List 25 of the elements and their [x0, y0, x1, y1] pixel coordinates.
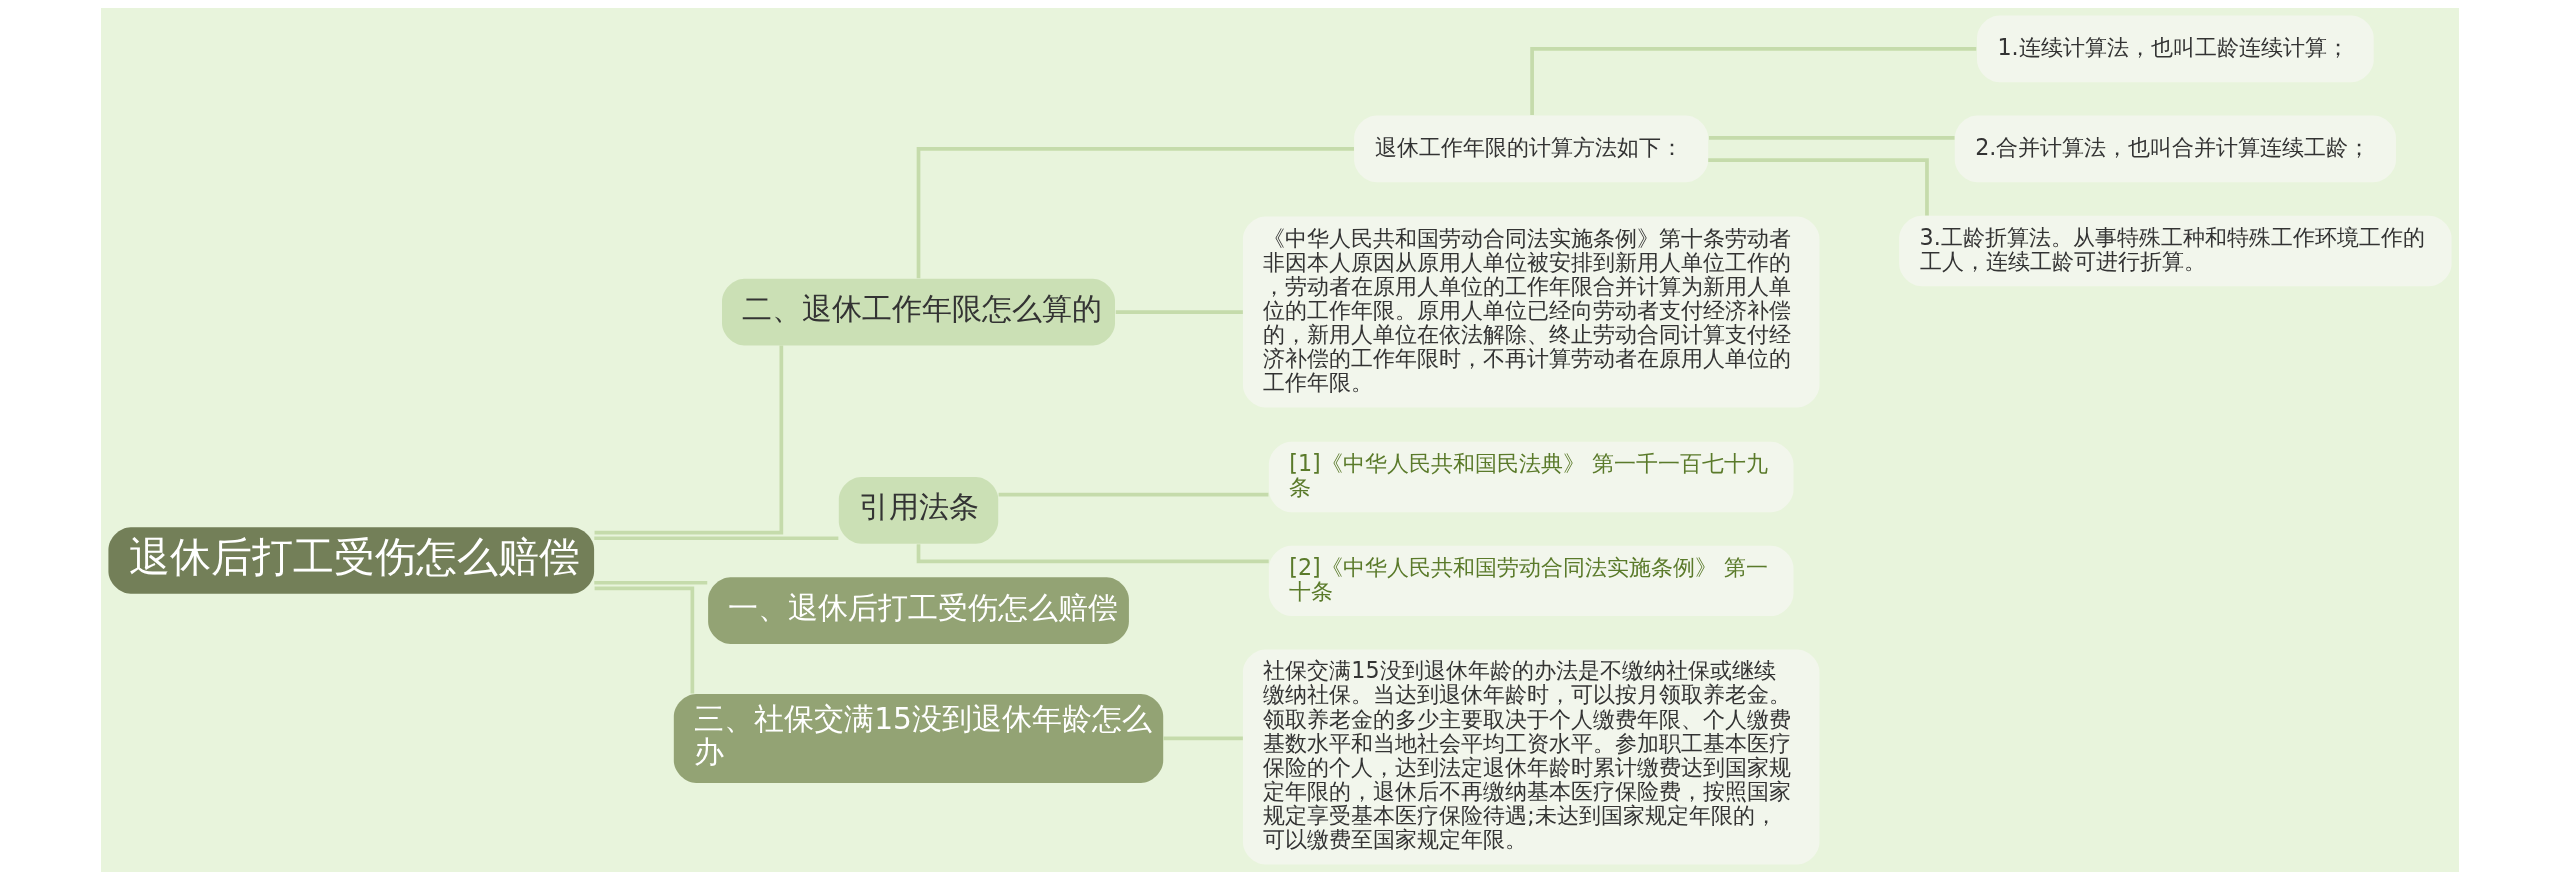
node-box: 退休后打工受伤怎么赔偿: [108, 527, 595, 594]
connector: [916, 147, 1354, 279]
connector: [594, 345, 784, 535]
node-box: 二、退休工作年限怎么算的: [722, 278, 1115, 346]
connector: [1708, 158, 1929, 216]
node-box: 1.连续计算法，也叫工龄连续计算；: [1977, 15, 2374, 83]
connector: [916, 544, 1269, 564]
node-box: [2]《中华人民共和国劳动合同法实施条例》 第一十条: [1268, 545, 1794, 617]
connector: [594, 586, 695, 694]
node-box: 三、社保交满15没到退休年龄怎么办: [673, 693, 1164, 783]
node-box: 3.工龄折算法。从事特殊工种和特殊工作环境工作的工人，连续工龄可进行折算。: [1899, 215, 2452, 287]
connector: [594, 536, 839, 541]
node-box: 社保交满15没到退休年龄的办法是不缴纳社保或继续缴纳社保。当达到退休年龄时，可以按月领取养老金。领取养老金的多少主要取决于个人缴费年限、个人缴费基数水平和当地社会平均工资水平。参加职工基本医疗保险的个人，达到法定退休年龄时累计缴费达到国家规定年限的，退休后不再缴纳基本医疗保险费，按照国家规定享受基本医疗保险待遇;未达到国家规定年限的，可以缴费至国家规定年限。: [1242, 649, 1820, 865]
connector: [1708, 135, 1955, 140]
connector: [998, 492, 1269, 497]
node-box: 《中华人民共和国劳动合同法实施条例》第十条劳动者非因本人原因从原用人单位被安排到新用人单位工作的，劳动者在原用人单位的工作年限合并计算为新用人单位的工作年限。原用人单位已经向劳动者支付经济补偿的，新用人单位在依法解除、终止劳动合同计算支付经济补偿的工作年限时，不再计算劳动者在原用人单位的工作年限。: [1242, 216, 1820, 408]
node-box: 引用法条: [838, 477, 999, 544]
connector: [1115, 310, 1243, 314]
connector: [594, 580, 708, 585]
node-box: 一、退休后打工受伤怎么赔偿: [708, 577, 1129, 644]
node-box: 2.合并计算法，也叫合并计算连续工龄；: [1954, 115, 2396, 183]
connector: [1163, 736, 1243, 741]
node-box: [1]《中华人民共和国民法典》 第一千一百七十九条: [1268, 441, 1794, 513]
node-box: 退休工作年限的计算方法如下：: [1354, 115, 1709, 183]
connector: [1530, 47, 1977, 116]
